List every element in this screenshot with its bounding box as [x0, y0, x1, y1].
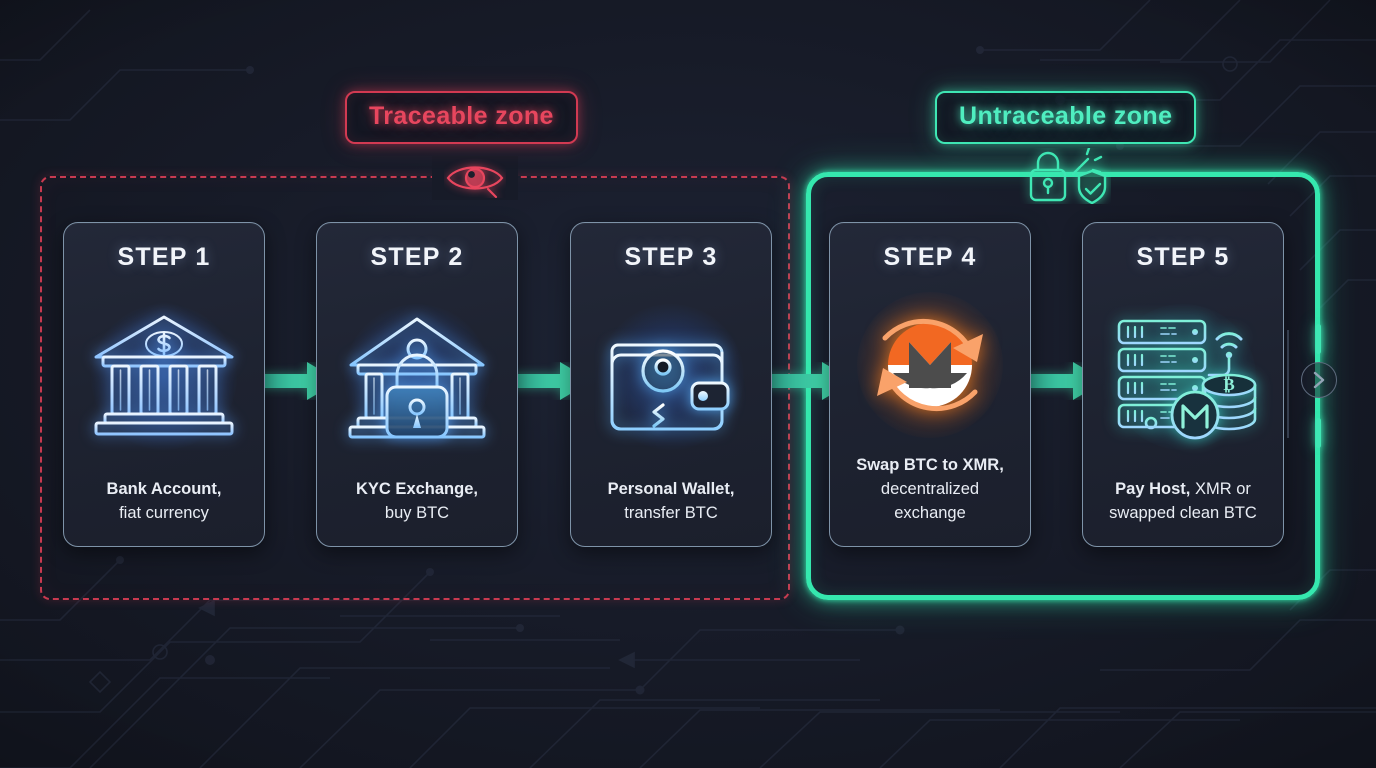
- step-card-5[interactable]: STEP 5: [1082, 222, 1284, 547]
- step-title: STEP 1: [117, 243, 211, 271]
- step-caption: Swap BTC to XMR, decentralized exchange: [840, 454, 1020, 530]
- step-caption-rest: decentralized exchange: [880, 480, 980, 523]
- step-title: STEP 3: [624, 243, 718, 271]
- step-artwork: [327, 276, 507, 478]
- step-caption: Personal Wallet, transfer BTC: [604, 478, 739, 530]
- svg-text:₿: ₿: [1223, 375, 1234, 394]
- step-card-2[interactable]: STEP 2: [316, 222, 518, 547]
- untraceable-zone-badge: Untraceable zone: [935, 91, 1197, 144]
- step-caption: Bank Account, fiat currency: [103, 478, 226, 530]
- right-rail-divider: [1287, 330, 1289, 438]
- lock-shield-icon: [1019, 148, 1111, 204]
- server-coins-icon: ₿: [1113, 319, 1257, 440]
- step-caption: Pay Host, XMR or swapped clean BTC: [1093, 478, 1273, 530]
- step-caption-lead: Personal Wallet,: [607, 480, 735, 499]
- bank-dollar-icon: [94, 315, 234, 436]
- step-caption-lead: Pay Host,: [1115, 480, 1191, 499]
- chevron-right-icon: [1313, 371, 1325, 389]
- traceable-zone-badge: Traceable zone: [345, 91, 578, 144]
- zone-edge-tick-bottom: [1316, 418, 1321, 448]
- wallet-key-icon: [610, 343, 730, 435]
- step-caption: KYC Exchange, buy BTC: [352, 478, 482, 530]
- step-card-3[interactable]: STEP 3: [570, 222, 772, 547]
- step-caption-rest: transfer BTC: [624, 504, 718, 523]
- step-caption-lead: KYC Exchange,: [356, 480, 478, 499]
- step-card-4[interactable]: STEP 4: [829, 222, 1031, 547]
- step-title: STEP 2: [370, 243, 464, 271]
- step-title: STEP 4: [883, 243, 977, 271]
- next-button[interactable]: [1301, 362, 1337, 398]
- step-artwork: [840, 276, 1020, 454]
- bank-lock-icon: [348, 317, 486, 439]
- step-artwork: [581, 276, 761, 478]
- monero-swap-icon: [877, 319, 983, 412]
- step-artwork: ₿: [1093, 276, 1273, 478]
- step-caption-rest: fiat currency: [119, 504, 209, 523]
- zone-edge-tick-top: [1316, 324, 1321, 354]
- step-caption-lead: Bank Account,: [106, 480, 222, 499]
- step-caption-lead: Swap BTC to XMR,: [856, 456, 1004, 475]
- eye-icon: [432, 156, 518, 200]
- step-caption-rest: buy BTC: [384, 504, 450, 523]
- step-title: STEP 5: [1136, 243, 1230, 271]
- step-artwork: [74, 276, 254, 478]
- step-card-1[interactable]: STEP 1: [63, 222, 265, 547]
